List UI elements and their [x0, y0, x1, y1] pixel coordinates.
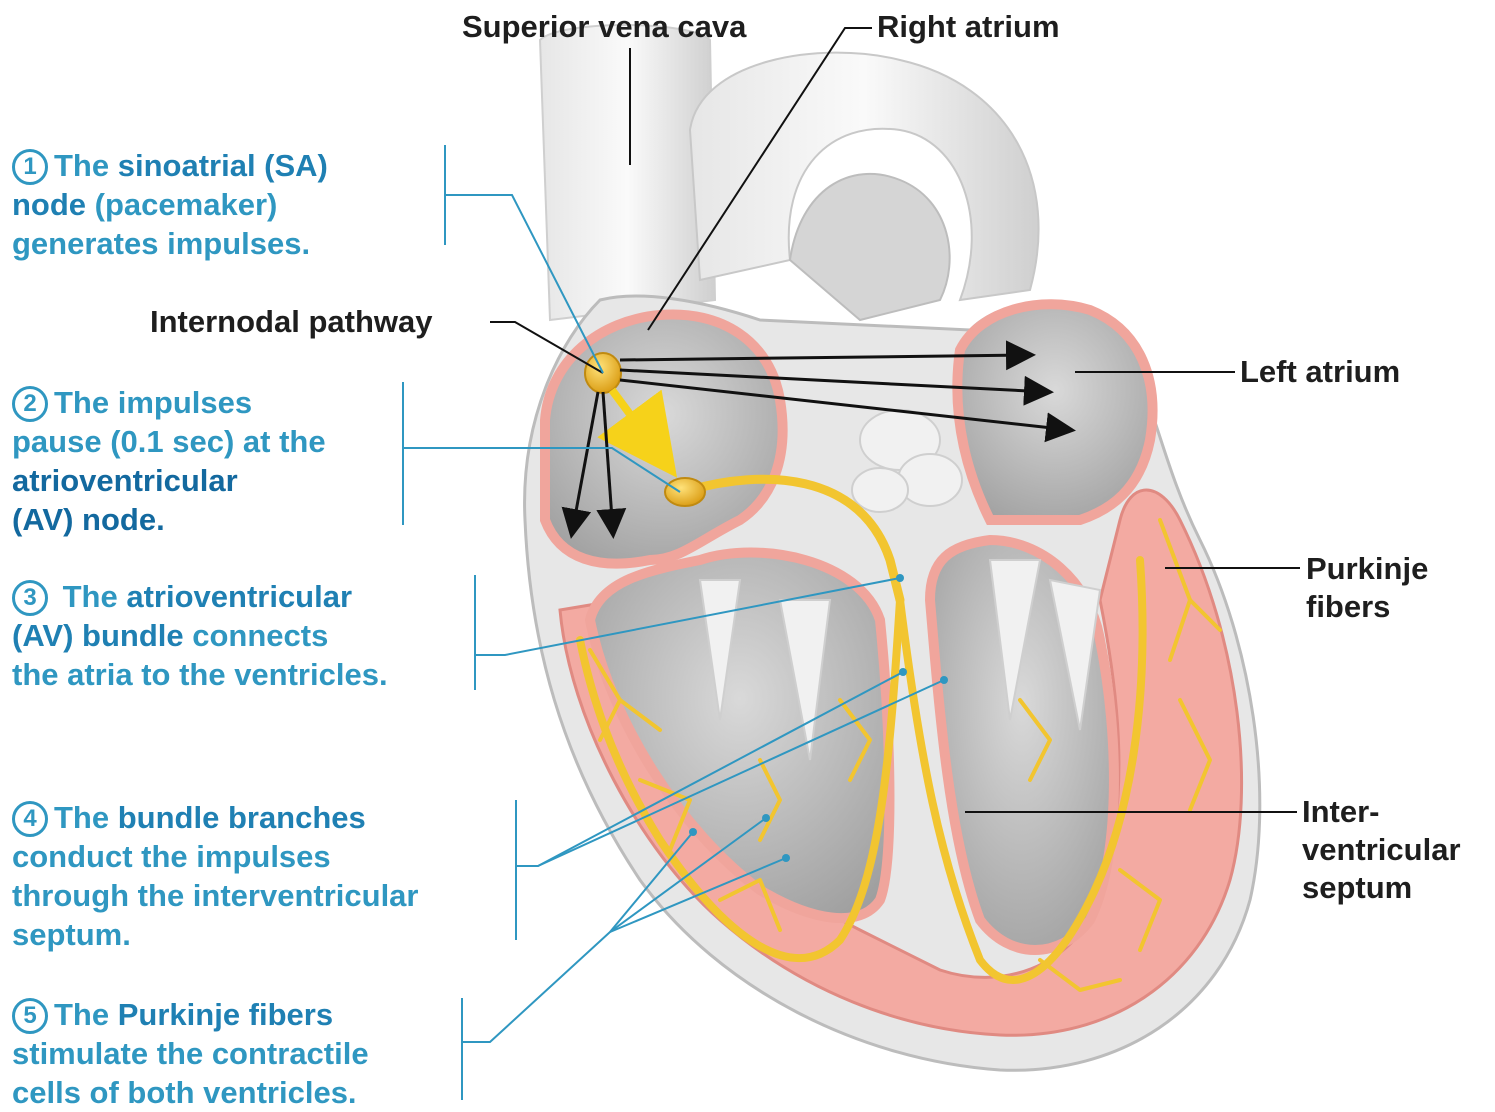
step-4-bold: bundle branches: [118, 800, 366, 835]
step-3-line2-text: connects: [184, 618, 329, 653]
step-4-pre: The: [54, 800, 118, 835]
step-4-line2: conduct the impulses: [12, 837, 418, 876]
label-left-atrium: Left atrium: [1240, 353, 1400, 391]
step-5-line3: cells of both ventricles.: [12, 1073, 369, 1112]
step-3-bold: atrioventricular: [126, 579, 352, 614]
step-3-callout: 3 The atrioventricular (AV) bundle conne…: [12, 577, 388, 694]
label-purkinje-line2: fibers: [1306, 588, 1428, 626]
step-2-pre: The impulses: [54, 385, 252, 420]
step-5-line2: stimulate the contractile: [12, 1034, 369, 1073]
step-5-number-badge: 5: [12, 998, 48, 1034]
label-superior-vena-cava: Superior vena cava: [462, 8, 746, 46]
step-2-line2: pause (0.1 sec) at the: [12, 422, 326, 461]
step-3-line3: the atria to the ventricles.: [12, 655, 388, 694]
step-1-line2: node (pacemaker): [12, 185, 328, 224]
step-2-line3: atrioventricular: [12, 461, 326, 500]
label-septum-line2: ventricular: [1302, 831, 1461, 869]
step-1-bold: sinoatrial (SA): [118, 148, 328, 183]
step-3-line2: (AV) bundle connects: [12, 616, 388, 655]
av-node: [665, 478, 705, 506]
step-1-line2-text: (pacemaker): [86, 187, 277, 222]
step-2-number-badge: 2: [12, 386, 48, 422]
label-septum-line1: Inter-: [1302, 793, 1461, 831]
step-1-line3: generates impulses.: [12, 224, 328, 263]
label-septum-line3: septum: [1302, 869, 1461, 907]
great-vessels: [540, 25, 1039, 320]
left-atrium-chamber: [957, 304, 1152, 520]
step-5-pre: The: [54, 997, 118, 1032]
label-internodal-pathway: Internodal pathway: [150, 303, 432, 341]
pulmonary-trunk-vessel: [790, 174, 950, 320]
label-right-atrium: Right atrium: [877, 8, 1060, 46]
label-purkinje-line1: Purkinje: [1306, 550, 1428, 588]
step-2-line4: (AV) node.: [12, 500, 326, 539]
step-5-bold: Purkinje fibers: [118, 997, 333, 1032]
superior-vena-cava-vessel: [540, 25, 715, 320]
step-1-line2-bold: node: [12, 187, 86, 222]
step-3-pre: The: [54, 579, 126, 614]
step-1-number-badge: 1: [12, 149, 48, 185]
step-1-pre: The: [54, 148, 118, 183]
label-purkinje-fibers: Purkinje fibers: [1306, 550, 1428, 626]
step-3-line1: 3 The atrioventricular: [12, 577, 388, 616]
step-3-number-badge: 3: [12, 580, 48, 616]
label-interventricular-septum: Inter- ventricular septum: [1302, 793, 1461, 907]
step-4-number-badge: 4: [12, 801, 48, 837]
step-4-line3: through the interventricular: [12, 876, 418, 915]
step-4-line4: septum.: [12, 915, 418, 954]
step-3-line2-bold: (AV) bundle: [12, 618, 184, 653]
